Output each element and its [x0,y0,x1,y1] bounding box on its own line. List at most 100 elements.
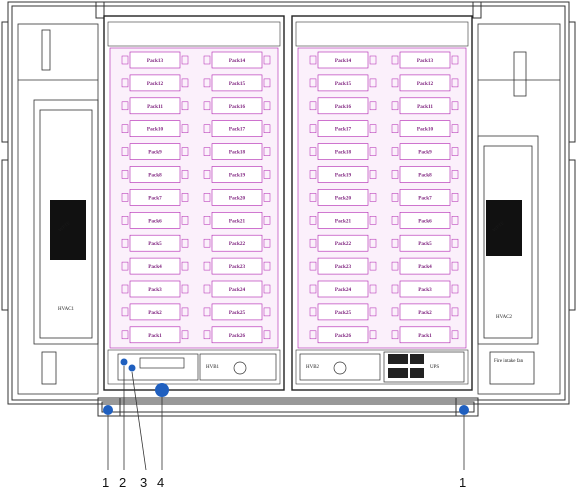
battery-pack-label: Pack20 [335,195,352,201]
pack-connector [181,261,189,271]
pack-connector [121,238,129,248]
battery-pack-label: Pack23 [335,264,352,270]
battery-pack [129,166,181,183]
pack-connector [451,124,459,133]
battery-pack-label: Pack12 [417,81,434,87]
pack-connector [203,147,211,156]
pack-connector [451,330,459,340]
right-side-door [477,23,561,395]
battery-pack [399,120,451,137]
pack-connector [263,307,271,317]
pack-connector [391,55,399,65]
pack-connector [451,147,459,156]
pack-connector [369,55,377,65]
pack-connector [451,78,459,88]
pack-connector [203,261,211,271]
pack-connector [369,330,377,340]
battery-pack-label: Pack1 [418,333,432,339]
pack-connector [263,55,271,65]
pack-connector [391,101,399,111]
battery-pack [317,120,369,137]
pack-connector [391,78,399,88]
pack-connector [121,124,129,133]
pack-connector [121,307,129,317]
battery-pack-label: Pack24 [335,287,352,293]
pack-connector [369,216,377,225]
battery-pack-label: Pack6 [418,218,432,224]
pack-connector [121,55,129,65]
battery-pack-label: Pack12 [147,81,164,87]
battery-pack [399,51,451,69]
hvac-right-vent [486,200,522,256]
pack-connector [203,193,211,202]
battery-pack [317,51,369,69]
battery-pack [399,280,451,298]
callout-number-1-left: 1 [102,475,109,490]
battery-pack [129,120,181,137]
pack-connector [263,101,271,111]
battery-pack [129,326,181,344]
battery-pack-label: Pack20 [229,195,246,201]
battery-pack [211,97,263,115]
pack-connector [451,261,459,271]
battery-pack [211,303,263,321]
pack-connector [391,330,399,340]
battery-pack [211,212,263,229]
battery-pack [129,74,181,92]
battery-pack [399,97,451,115]
battery-pack [399,257,451,275]
battery-pack [211,189,263,206]
pack-connector [309,307,317,317]
battery-pack [211,257,263,275]
battery-pack-label: Pack16 [335,104,352,110]
battery-pack-label: Pack9 [148,150,162,156]
battery-pack [129,280,181,298]
pack-connector [263,78,271,88]
battery-pack [211,51,263,69]
pack-connector [309,330,317,340]
battery-pack [129,234,181,252]
callout-dots [103,358,469,415]
battery-pack [129,212,181,229]
battery-pack-label: Pack14 [229,58,246,64]
pack-connector [203,238,211,248]
pack-connector [181,170,189,179]
pack-connector [369,124,377,133]
battery-pack-label: Pack3 [148,287,162,293]
battery-pack-label: Pack10 [417,127,434,133]
battery-pack-label: Pack15 [335,81,352,87]
battery-pack [317,143,369,160]
pack-connector [309,55,317,65]
pack-connector [369,307,377,317]
battery-pack-label: Pack2 [418,310,432,316]
pack-connector [203,170,211,179]
pack-connector [263,238,271,248]
callout-dot-1-left [103,405,113,415]
ups-modules [388,354,424,378]
leader-lines [107,366,465,471]
battery-pack [211,326,263,344]
pack-connector [121,330,129,340]
battery-pack-label: Pack19 [335,173,352,179]
pack-connector [451,238,459,248]
battery-pack-label: Pack19 [229,173,246,179]
pack-connector [121,216,129,225]
pack-connector [369,78,377,88]
pack-connector [309,193,317,202]
battery-pack-label: Pack13 [417,58,434,64]
battery-pack [129,143,181,160]
battery-pack-label: Pack7 [148,195,162,201]
pack-connector [121,101,129,111]
battery-pack-label: Pack8 [148,173,162,179]
pack-connector [391,147,399,156]
left-side-door [17,23,99,395]
pack-connector [309,78,317,88]
pack-connector [181,193,189,202]
pack-connector [391,238,399,248]
pack-connector [121,193,129,202]
battery-pack [399,143,451,160]
battery-pack-label: Pack17 [335,127,352,133]
pack-connector [181,307,189,317]
fire-fan-label: Fire intake fan [494,359,524,364]
battery-pack [129,257,181,275]
